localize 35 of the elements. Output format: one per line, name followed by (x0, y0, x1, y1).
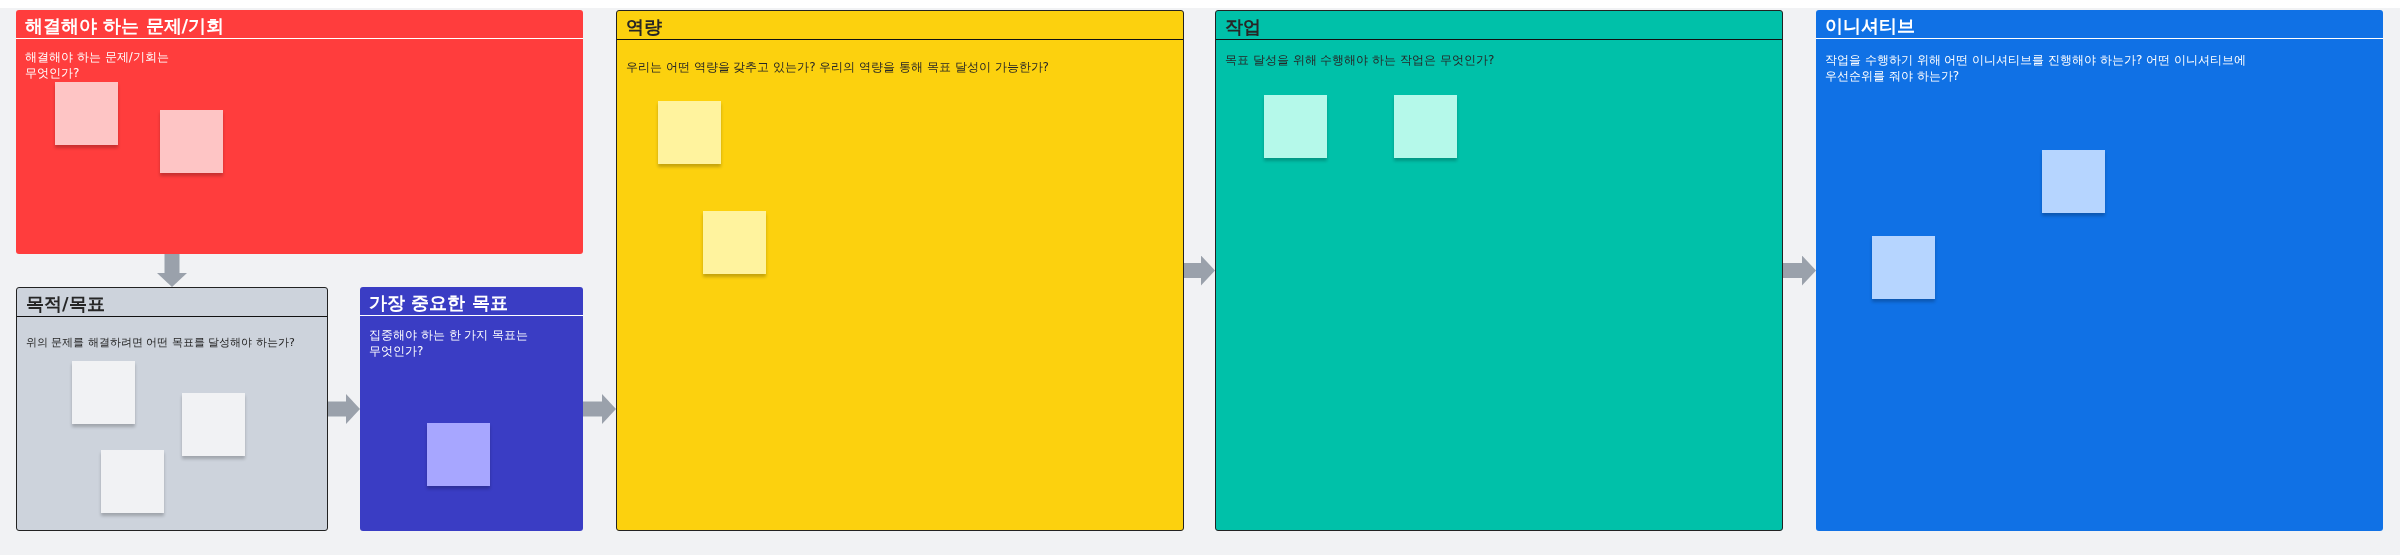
panel (360, 287, 583, 531)
panel (16, 287, 328, 531)
prompt-text: 위의 문제를 해결하려면 어떤 목표를 달성해야 하는가? (26, 335, 295, 351)
prompt-text: 목표 달성을 위해 수행해야 하는 작업은 무엇인가? (1225, 52, 1495, 68)
panel-title: 작업 (1225, 15, 1261, 39)
prompt-text: 작업을 수행하기 위해 어떤 이니셔티브를 진행해야 하는가? 어떤 이니셔티브에 우선순위를 줘야 하는가? (1825, 52, 2247, 84)
sticky-note (55, 82, 118, 145)
panel-title: 해결해야 하는 문제/기회 (25, 14, 225, 38)
sticky-note (658, 101, 721, 164)
arrow (1783, 255, 1816, 286)
sticky-note (182, 393, 245, 456)
panel (1816, 10, 2383, 531)
sticky-note (703, 211, 766, 274)
panel-title: 목적/목표 (26, 292, 105, 316)
sticky-note (160, 110, 223, 173)
panel-title: 역량 (626, 15, 662, 39)
panel (616, 10, 1184, 531)
panel-title: 가장 중요한 목표 (369, 291, 508, 315)
sticky-note (101, 450, 164, 513)
arrow (328, 394, 360, 424)
arrow (1184, 255, 1215, 286)
panel (1215, 10, 1783, 531)
panel-title: 이니셔티브 (1825, 14, 1915, 38)
sticky-note (1872, 236, 1935, 299)
panel (16, 10, 583, 254)
sticky-note (72, 361, 135, 424)
sticky-note (1394, 95, 1457, 158)
arrow (583, 394, 616, 424)
arrow (157, 254, 187, 287)
sticky-note (2042, 150, 2105, 213)
sticky-note (427, 423, 490, 486)
prompt-text: 집중해야 하는 한 가지 목표는 무엇인가? (369, 327, 530, 359)
prompt-text: 우리는 어떤 역량을 갖추고 있는가? 우리의 역량을 통해 목표 달성이 가능한가? (626, 59, 1049, 75)
sticky-note (1264, 95, 1327, 158)
prompt-text: 해결해야 하는 문제/기회는 무엇인가? (25, 49, 170, 81)
